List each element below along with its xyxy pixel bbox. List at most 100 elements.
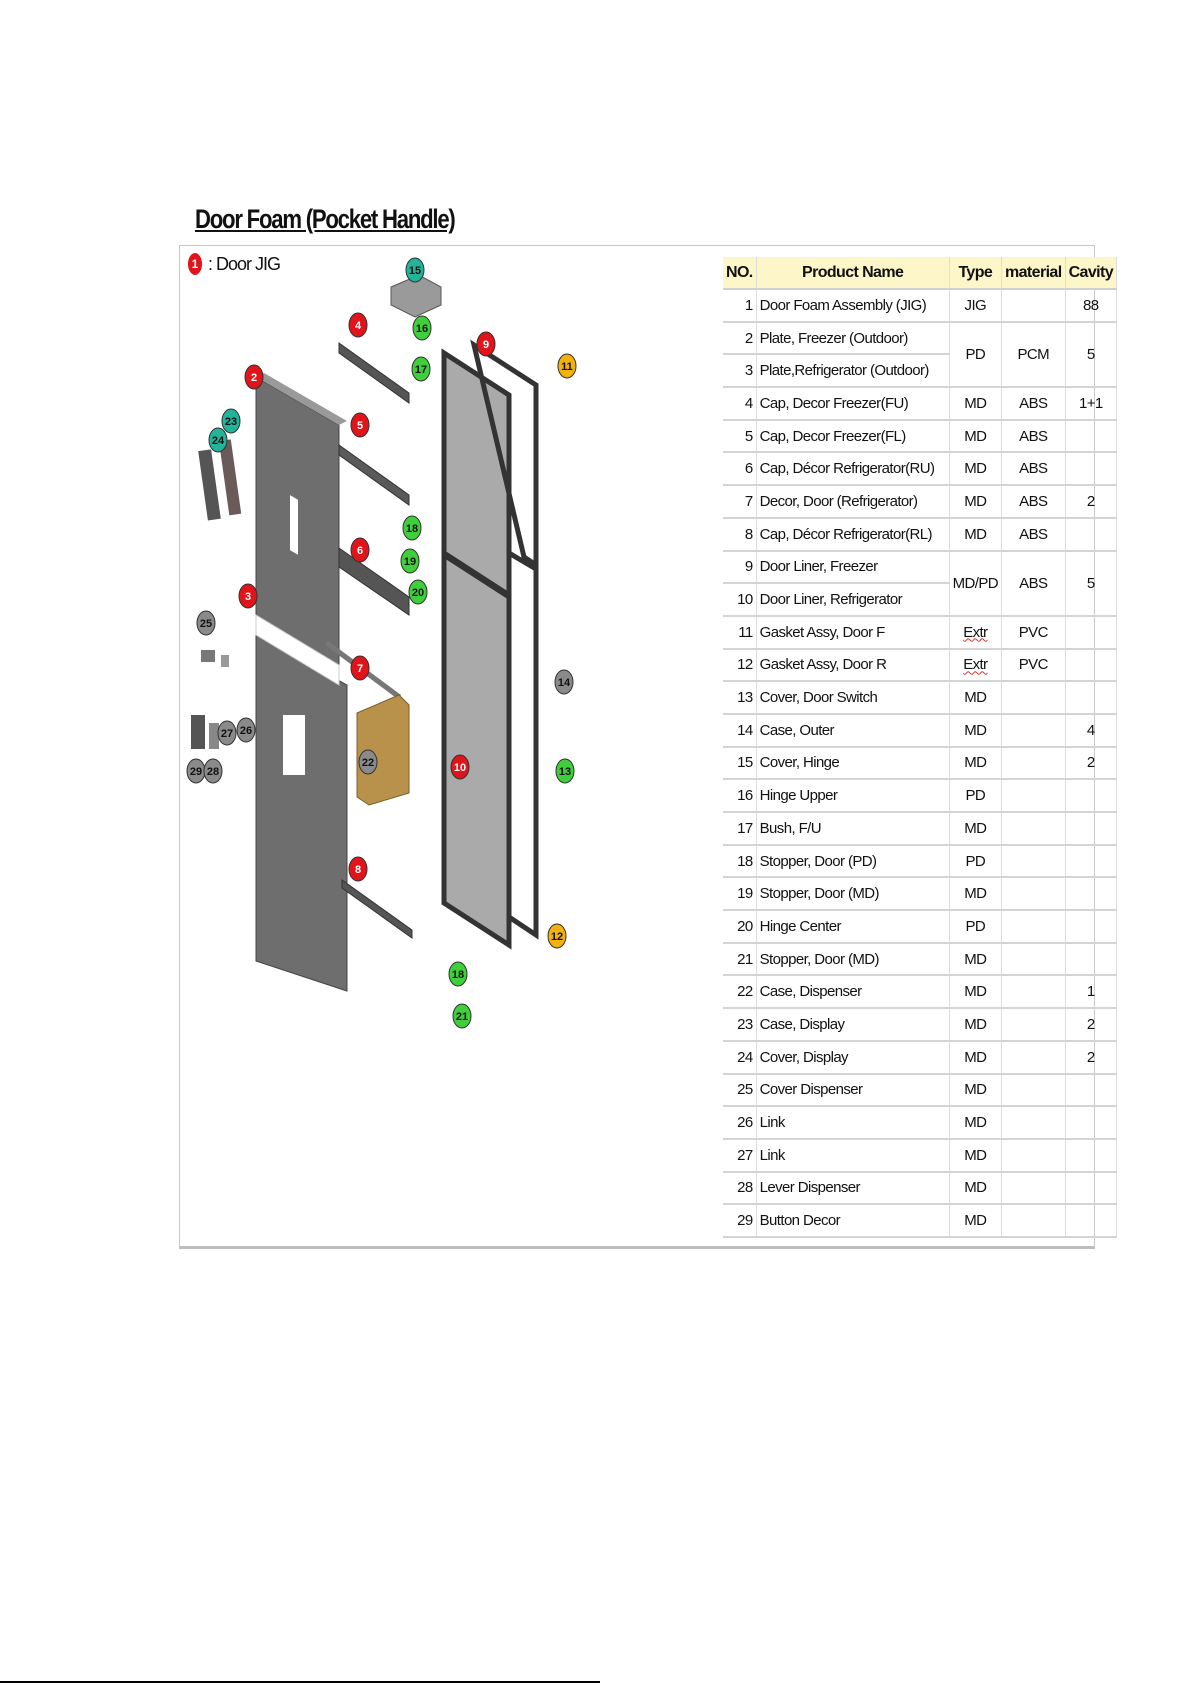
cell-no: 1	[723, 289, 757, 323]
cell-cavity	[1065, 942, 1118, 977]
callout-label: 3	[245, 591, 251, 603]
cell-product-name: Door Liner, Freezer	[756, 550, 950, 585]
cell-cavity	[1065, 1106, 1118, 1140]
cell-type: MD	[949, 419, 1003, 454]
callout-28: 28	[203, 758, 223, 784]
cell-type: MD	[949, 975, 1003, 1010]
callout-16: 16	[412, 315, 432, 341]
callout-label: 14	[558, 677, 571, 689]
cell-material	[1001, 812, 1066, 846]
callout-27: 27	[217, 720, 237, 746]
cell-type: PD	[949, 321, 1003, 389]
callout-circle-icon	[236, 717, 256, 743]
cell-cavity	[1065, 452, 1118, 487]
callout-10: 10	[450, 754, 470, 780]
cell-cavity	[1065, 648, 1118, 683]
cell-cavity	[1065, 877, 1118, 912]
cell-material: ABS	[1001, 387, 1066, 421]
cell-product-name: Cover, Door Switch	[756, 681, 950, 715]
cell-product-name: Cap, Décor Refrigerator(RL)	[756, 517, 950, 552]
cell-no: 20	[723, 910, 757, 944]
callout-label: 5	[357, 420, 363, 432]
cell-product-name: Cover, Display	[756, 1040, 950, 1075]
callout-label: 24	[212, 435, 225, 447]
cell-type: MD	[949, 713, 1003, 748]
cell-product-name: Decor, Door (Refrigerator)	[756, 485, 950, 519]
cell-type: MD	[949, 387, 1003, 421]
cell-cavity: 4	[1065, 713, 1118, 748]
cap-decor-freezer-fl	[338, 444, 410, 506]
cell-material	[1001, 877, 1066, 912]
cell-type: MD	[949, 452, 1003, 487]
callout-circle-icon	[217, 720, 237, 746]
cell-no: 24	[723, 1040, 757, 1075]
cell-no: 28	[723, 1171, 757, 1206]
callout-26: 26	[236, 717, 256, 743]
cell-product-name: Plate, Freezer (Outdoor)	[756, 321, 950, 356]
cell-product-name: Gasket Assy, Door R	[756, 648, 950, 683]
callout-3: 3	[238, 583, 258, 609]
callout-5: 5	[350, 412, 370, 438]
cell-no: 16	[723, 779, 757, 813]
callout-circle-icon	[476, 331, 496, 357]
callout-label: 26	[240, 725, 252, 737]
callout-label: 13	[559, 766, 571, 778]
header-material: material	[1001, 257, 1066, 290]
cell-no: 19	[723, 877, 757, 912]
callout-circle-icon	[238, 583, 258, 609]
cell-product-name: Stopper, Door (PD)	[756, 844, 950, 879]
callout-circle-icon	[554, 669, 574, 695]
callout-6: 6	[350, 537, 370, 563]
callout-9: 9	[476, 331, 496, 357]
callout-label: 11	[561, 361, 573, 373]
cover-display	[198, 449, 221, 521]
cell-material	[1001, 713, 1066, 748]
cell-cavity: 88	[1065, 289, 1118, 323]
callout-label: 27	[221, 728, 233, 740]
callout-circle-icon	[358, 749, 378, 775]
callout-circle-icon	[203, 758, 223, 784]
cell-product-name: Cover Dispenser	[756, 1073, 950, 1108]
callout-19: 19	[400, 548, 420, 574]
cell-type: MD/PD	[949, 550, 1003, 617]
cell-product-name: Cap, Decor Freezer(FU)	[756, 387, 950, 421]
callout-circle-icon	[402, 515, 422, 541]
cell-cavity	[1065, 681, 1118, 715]
outer-plate-refrigerator	[255, 634, 348, 992]
cell-no: 23	[723, 1008, 757, 1042]
header-type: Type	[949, 257, 1003, 290]
callout-label: 6	[357, 545, 363, 557]
cell-material: ABS	[1001, 452, 1066, 487]
cell-material: ABS	[1001, 419, 1066, 454]
callout-circle-icon	[408, 579, 428, 605]
cell-product-name: Case, Display	[756, 1008, 950, 1042]
cell-cavity	[1065, 615, 1118, 650]
callout-circle-icon	[244, 364, 264, 390]
cell-product-name: Door Liner, Refrigerator	[756, 583, 950, 617]
cell-cavity	[1065, 1073, 1118, 1108]
callout-4: 4	[348, 312, 368, 338]
cell-type: MD	[949, 517, 1003, 552]
callout-29: 29	[186, 758, 206, 784]
callout-24: 24	[208, 427, 228, 453]
cell-type: MD	[949, 1040, 1003, 1075]
callout-2: 2	[244, 364, 264, 390]
header-product-name: Product Name	[756, 257, 950, 290]
cell-type: MD	[949, 1171, 1003, 1206]
cell-no: 8	[723, 517, 757, 552]
